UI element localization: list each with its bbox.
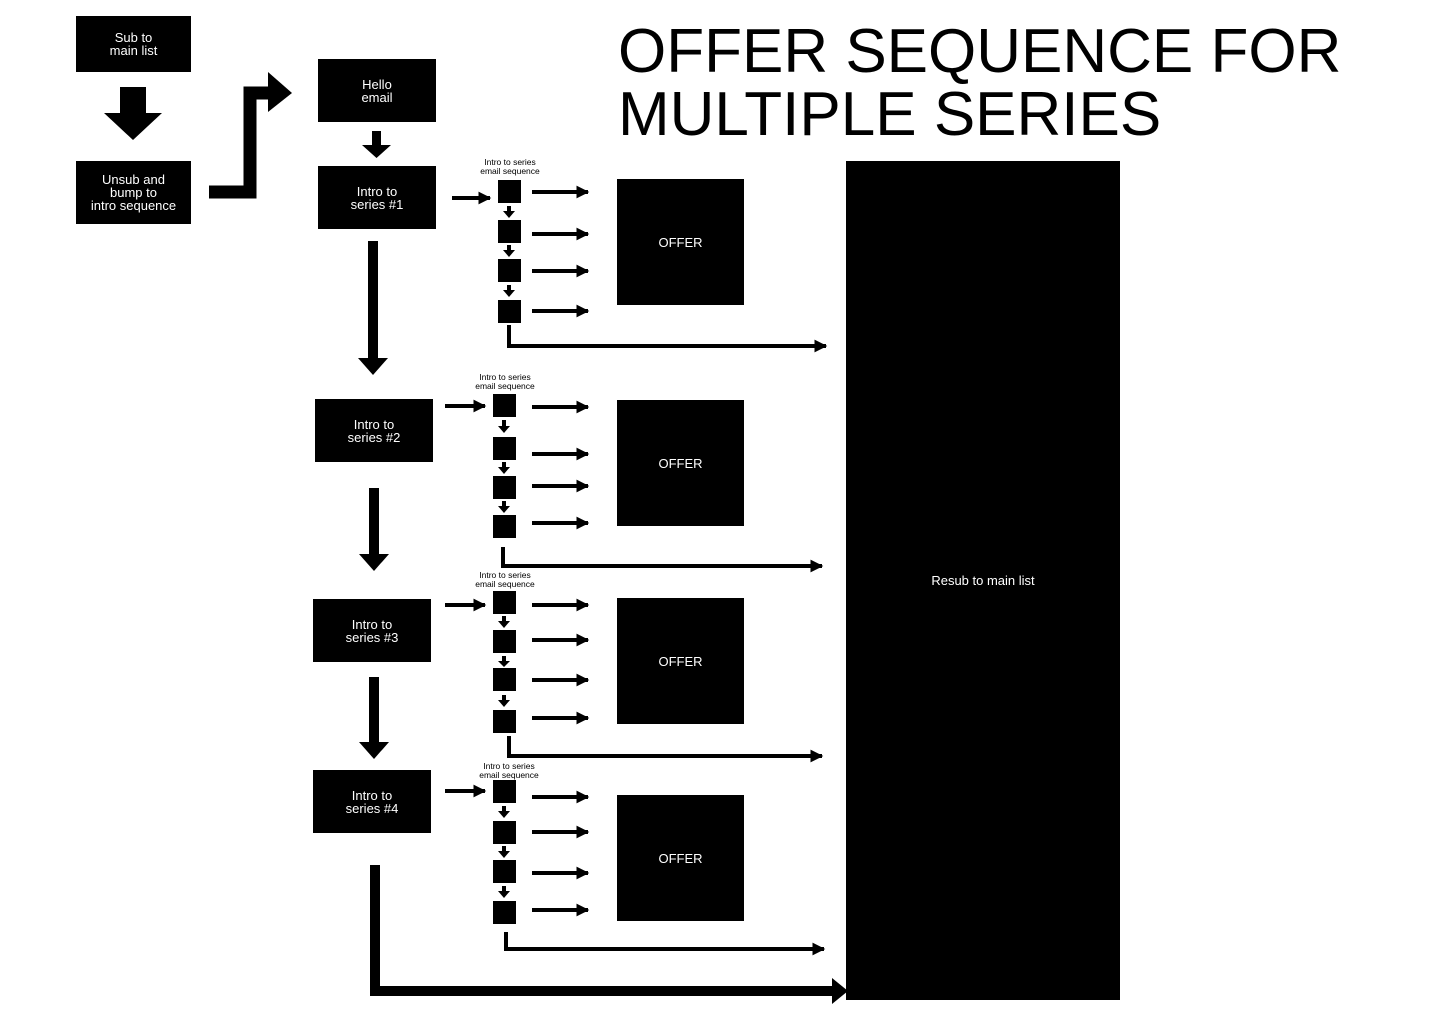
series-1-email-3 [498,259,521,282]
arrow-unsub-to-hello [209,86,272,199]
email-step-arrow-8 [498,656,510,667]
series-2-email-2 [493,437,516,460]
sequence-arrow-21 [507,325,828,353]
series-4-sequence-label: Intro to series email sequence [479,761,539,780]
diagram-title: OFFER SEQUENCE FOR MULTIPLE SERIES [618,17,1342,149]
series-4-email-4 [493,901,516,924]
arrow-series-4-to-resub [370,865,834,996]
email-step-arrow-12 [498,886,510,898]
series-4-email-1 [493,780,516,803]
series-3-email-4 [493,710,516,733]
email-step-arrow-3 [503,285,515,297]
series-1-offer: OFFER [617,179,744,305]
series-3-email-3 [493,668,516,691]
series-1-node: Intro to series #1 [318,166,436,229]
sequence-arrows [445,185,828,956]
sequence-arrow-22 [501,547,824,573]
email-step-arrows [498,206,515,898]
sequence-arrow-24 [504,932,826,956]
series-3-email-1 [493,591,516,614]
email-step-arrow-6 [498,501,510,513]
series-4-node: Intro to series #4 [313,770,431,833]
email-step-arrow-11 [498,846,510,858]
series-2-email-3 [493,476,516,499]
email-step-arrow-4 [498,420,510,433]
series-1-email-4 [498,300,521,323]
email-step-arrow-10 [498,806,510,818]
unsub-node: Unsub and bump to intro sequence [76,161,191,224]
series-3-offer: OFFER [617,598,744,724]
arrow-hello-to-series-1 [362,131,391,158]
series-2-offer: OFFER [617,400,744,526]
email-step-arrow-1 [503,206,515,218]
hello-email-node: Hello email [318,59,436,122]
series-4-offer: OFFER [617,795,744,921]
series-2-email-1 [493,394,516,417]
series-1-email-2 [498,220,521,243]
series-3-sequence-label: Intro to series email sequence [475,570,535,589]
series-1-email-1 [498,180,521,203]
series-2-email-4 [493,515,516,538]
series-3-node: Intro to series #3 [313,599,431,662]
email-step-arrow-5 [498,462,510,474]
series-1-sequence-label: Intro to series email sequence [480,157,540,176]
email-step-arrow-9 [498,695,510,707]
email-step-arrow-7 [498,616,510,628]
email-step-arrow-2 [503,245,515,257]
series-2-node: Intro to series #2 [315,399,433,462]
series-4-email-2 [493,821,516,844]
series-2-sequence-label: Intro to series email sequence [475,372,535,391]
arrow-sub-to-unsub [104,87,162,140]
sub-to-main-list-node: Sub to main list [76,16,191,72]
series-3-email-2 [493,630,516,653]
sequence-arrow-23 [507,736,824,763]
resub-node: Resub to main list [846,161,1120,1000]
series-4-email-3 [493,860,516,883]
